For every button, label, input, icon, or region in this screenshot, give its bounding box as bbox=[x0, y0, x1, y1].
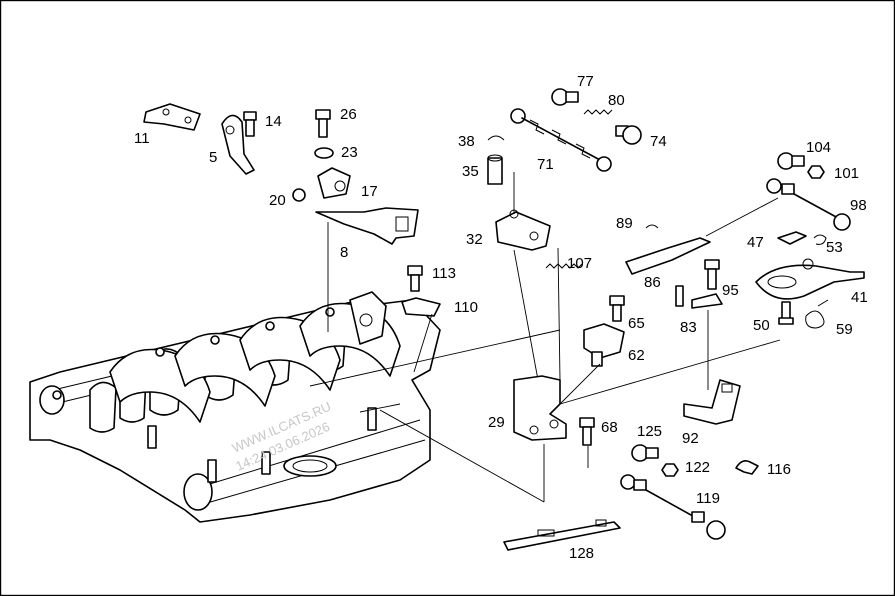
label-98: 98 bbox=[850, 197, 867, 214]
label-8: 8 bbox=[340, 244, 348, 261]
part-41-throttle-lever bbox=[755, 258, 865, 300]
part-11-gasket-plate bbox=[143, 103, 201, 131]
label-74: 74 bbox=[650, 133, 667, 150]
part-50-bolt bbox=[778, 301, 794, 325]
part-5-clamp-bracket bbox=[221, 114, 255, 175]
label-59: 59 bbox=[836, 321, 853, 338]
part-number-labels: 11 5 14 26 23 20 17 8 113 110 77 80 74 3… bbox=[134, 73, 868, 562]
part-17-clip bbox=[317, 167, 351, 199]
label-95: 95 bbox=[722, 282, 739, 299]
label-128: 128 bbox=[569, 545, 594, 562]
label-101: 101 bbox=[834, 165, 859, 182]
part-83-mounting-plate bbox=[691, 293, 723, 390]
label-89: 89 bbox=[616, 215, 633, 232]
part-53-circlip bbox=[813, 234, 827, 245]
part-59-torsion-spring bbox=[805, 299, 829, 329]
part-74-ball-socket bbox=[615, 125, 642, 145]
label-32: 32 bbox=[466, 231, 483, 248]
part-122-nut bbox=[661, 463, 679, 477]
label-107: 107 bbox=[567, 255, 592, 272]
label-104: 104 bbox=[806, 139, 831, 156]
label-17: 17 bbox=[361, 183, 378, 200]
label-113: 113 bbox=[432, 265, 456, 282]
label-35: 35 bbox=[462, 163, 479, 180]
part-71-connecting-rod bbox=[510, 108, 612, 172]
label-47: 47 bbox=[747, 234, 764, 251]
part-32-lever-bracket bbox=[495, 172, 551, 381]
intake-manifold bbox=[29, 291, 441, 523]
part-29-main-bracket bbox=[513, 363, 601, 502]
label-122: 122 bbox=[685, 459, 710, 476]
part-101-nut bbox=[807, 165, 825, 179]
part-98-connecting-rod bbox=[766, 178, 851, 231]
part-86-pin bbox=[675, 285, 684, 307]
part-77-ball-socket bbox=[551, 88, 579, 106]
label-20: 20 bbox=[269, 192, 286, 209]
label-53: 53 bbox=[826, 239, 843, 256]
part-113-bolt bbox=[407, 265, 423, 292]
label-116: 116 bbox=[767, 461, 791, 478]
label-86: 86 bbox=[644, 274, 661, 291]
part-14-bolt bbox=[243, 111, 257, 137]
label-38: 38 bbox=[458, 133, 475, 150]
label-29: 29 bbox=[488, 414, 505, 431]
label-41: 41 bbox=[851, 289, 868, 306]
part-116-clip bbox=[735, 460, 759, 475]
part-89-lever bbox=[625, 197, 779, 275]
label-5: 5 bbox=[209, 149, 217, 166]
label-26: 26 bbox=[340, 106, 357, 123]
label-65: 65 bbox=[628, 315, 645, 332]
part-104-ball-socket bbox=[777, 152, 805, 170]
part-23-washer bbox=[314, 147, 334, 159]
part-20-grommet bbox=[292, 188, 306, 202]
label-80: 80 bbox=[608, 92, 625, 109]
label-71: 71 bbox=[537, 156, 554, 173]
label-50: 50 bbox=[753, 317, 770, 334]
label-11: 11 bbox=[134, 130, 150, 147]
label-125: 125 bbox=[637, 423, 662, 440]
leader-lines bbox=[309, 247, 781, 503]
label-92: 92 bbox=[682, 430, 699, 447]
part-95-bolt bbox=[704, 259, 720, 290]
part-8-bracket bbox=[315, 207, 419, 332]
label-62: 62 bbox=[628, 347, 645, 364]
part-92-bracket bbox=[683, 379, 741, 425]
part-38-circlip bbox=[487, 135, 505, 141]
part-125-ball-socket bbox=[631, 444, 659, 462]
label-14: 14 bbox=[265, 113, 282, 130]
part-80-spring bbox=[583, 109, 613, 115]
part-35-bushing bbox=[487, 154, 503, 185]
part-65-bolt bbox=[609, 295, 625, 322]
label-119: 119 bbox=[696, 490, 720, 507]
part-119-connecting-rod bbox=[620, 474, 726, 540]
part-47-clip bbox=[777, 231, 807, 245]
label-110: 110 bbox=[454, 299, 478, 316]
label-23: 23 bbox=[341, 144, 358, 161]
label-68: 68 bbox=[601, 419, 618, 436]
part-26-bolt bbox=[315, 109, 331, 138]
part-62-damper bbox=[583, 323, 625, 367]
part-68-bolt bbox=[579, 417, 595, 446]
label-83: 83 bbox=[680, 319, 697, 336]
label-77: 77 bbox=[577, 73, 594, 90]
part-128-linkage-rail bbox=[503, 519, 621, 551]
part-107-spring bbox=[545, 263, 583, 269]
